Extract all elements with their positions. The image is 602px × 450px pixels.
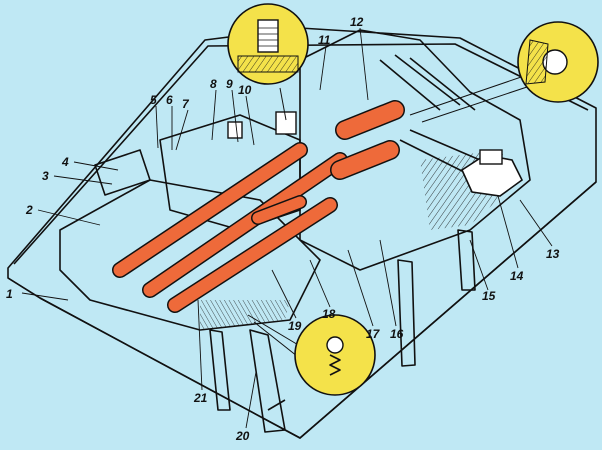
top-housing	[299, 29, 531, 271]
front-block-shade	[200, 300, 290, 330]
base-plate-edge	[7, 181, 597, 439]
callout-17: 17	[366, 327, 381, 341]
callout-12: 12	[350, 15, 364, 29]
rod-2-fill	[113, 143, 307, 277]
rod-1-fill	[143, 153, 347, 297]
detail-right-hatch	[525, 39, 549, 85]
detail-circle-bottom	[294, 314, 376, 396]
center-block	[159, 114, 301, 231]
spring-coil	[94, 149, 151, 196]
fork-right	[457, 229, 476, 291]
center-block-stud	[227, 121, 243, 139]
callout-20: 20	[235, 429, 250, 443]
leader-right-detail	[409, 73, 531, 116]
rod-6-fill	[252, 196, 306, 224]
leader-top-detail	[279, 87, 287, 121]
callout-labels: 1 2 3 4 5 6 7 8 9 10 11 12 13 14 15 16 1…	[6, 15, 560, 443]
leader-bottom-detail-2	[253, 321, 303, 361]
callout-2: 2	[25, 203, 33, 217]
detail-bottom-ball	[326, 336, 344, 354]
detail-top-threads	[258, 27, 278, 47]
selector-rods	[112, 100, 405, 313]
fork-left	[249, 329, 286, 433]
callout-13: 13	[546, 247, 560, 261]
callout-5: 5	[150, 93, 157, 107]
callout-15: 15	[482, 289, 496, 303]
fork-middle	[397, 259, 416, 367]
callout-21: 21	[193, 391, 208, 405]
callout-11: 11	[318, 33, 331, 47]
callout-9: 9	[226, 77, 233, 91]
fork-left-tip	[267, 399, 286, 411]
front-block	[59, 179, 321, 331]
fork-lower	[209, 329, 231, 411]
callout-6: 6	[166, 93, 173, 107]
callout-10: 10	[238, 83, 252, 97]
detail-top-plate	[237, 55, 299, 73]
callout-3: 3	[42, 169, 49, 183]
callout-1: 1	[6, 287, 13, 301]
rod-4-fill	[336, 101, 404, 139]
rod-5-fill	[331, 141, 399, 179]
housing-fins	[379, 54, 481, 176]
callout-14: 14	[510, 269, 524, 283]
callout-18: 18	[322, 307, 336, 321]
callout-16: 16	[390, 327, 404, 341]
callout-leaders	[21, 27, 553, 429]
hex-nut-square	[479, 149, 503, 165]
rod-3-fill	[168, 198, 337, 312]
callout-8: 8	[210, 77, 217, 91]
callout-4: 4	[61, 155, 69, 169]
leader-bottom-detail	[247, 314, 301, 347]
leader-right-detail-2	[421, 83, 537, 123]
callout-19: 19	[288, 319, 302, 333]
center-stud	[275, 111, 297, 135]
detail-top-bolt	[257, 19, 279, 53]
detail-bottom-spring	[329, 354, 341, 376]
callout-7: 7	[182, 97, 190, 111]
